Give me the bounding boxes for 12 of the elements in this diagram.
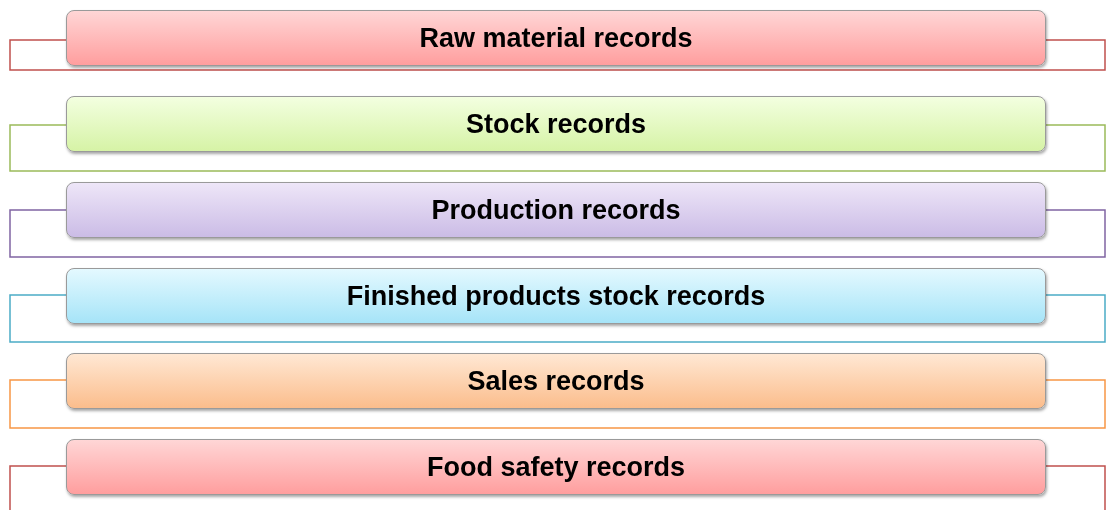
record-box	[66, 96, 1046, 152]
record-box	[66, 182, 1046, 238]
record-box	[66, 268, 1046, 324]
record-box	[66, 10, 1046, 66]
record-box	[66, 439, 1046, 495]
record-label: Food safety records	[426, 451, 686, 483]
record-label: Stock records	[465, 108, 647, 140]
record-label: Sales records	[467, 365, 645, 397]
record-label: Production records	[431, 194, 681, 226]
record-label: Raw material records	[419, 22, 693, 54]
record-label: Finished products stock records	[346, 280, 766, 312]
record-box	[66, 353, 1046, 409]
